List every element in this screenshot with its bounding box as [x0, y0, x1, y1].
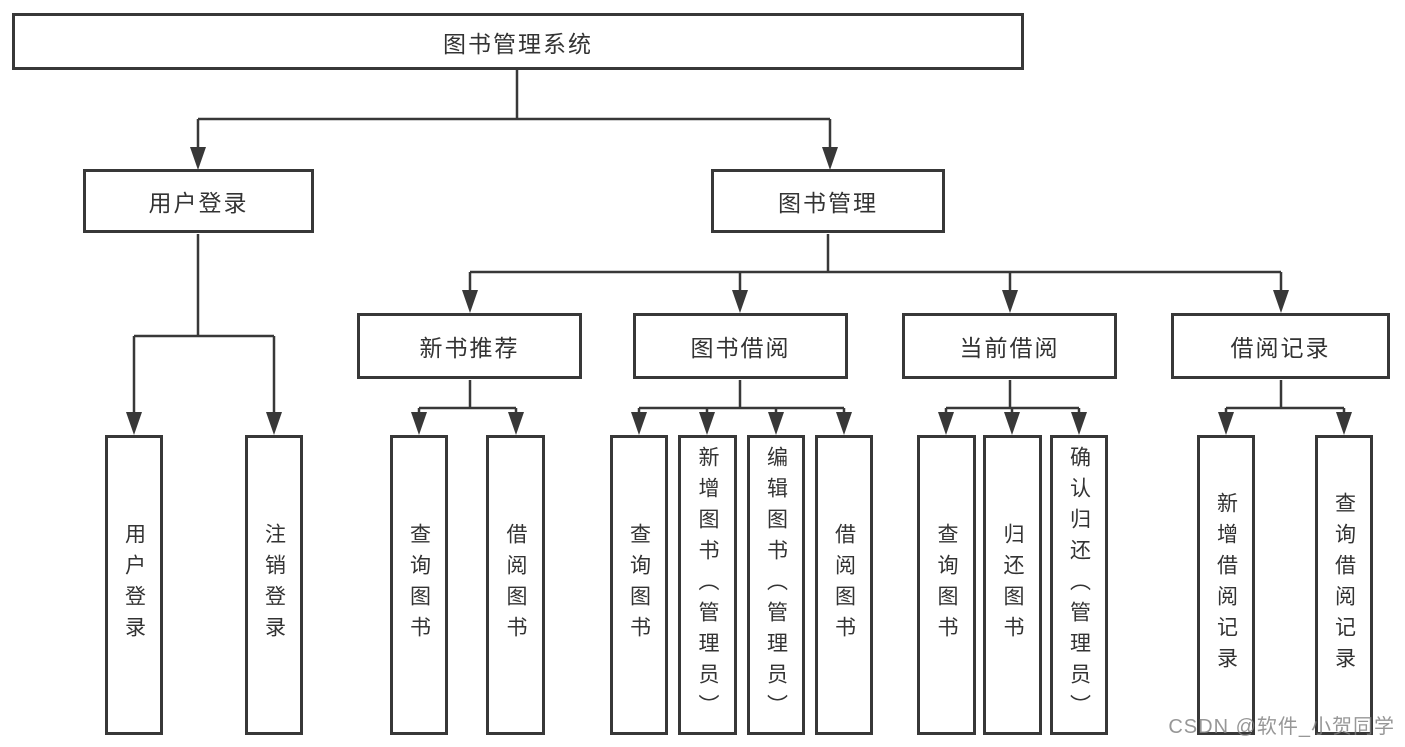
- node-new-book-recommend: 新书推荐: [357, 313, 582, 379]
- leaf-logout: 注销登录: [245, 435, 303, 735]
- leaf-user-login-label: 用户登录: [122, 523, 146, 647]
- leaf-confirm-return-admin: 确认归还（管理员）: [1050, 435, 1108, 735]
- leaf-add-book-admin: 新增图书（管理员）: [678, 435, 737, 735]
- leaf-confirm-return-admin-label: 确认归还（管理员）: [1067, 445, 1091, 725]
- leaf-logout-label: 注销登录: [262, 523, 286, 647]
- leaf-query-books-current: 查询图书: [917, 435, 976, 735]
- leaf-add-borrow-record: 新增借阅记录: [1197, 435, 1255, 735]
- node-book-borrow: 图书借阅: [633, 313, 848, 379]
- leaf-borrow-books: 借阅图书: [815, 435, 873, 735]
- node-new-book-recommend-label: 新书推荐: [419, 335, 520, 361]
- leaf-borrow-books-recommend-label: 借阅图书: [504, 523, 527, 647]
- leaf-query-books-recommend: 查询图书: [390, 435, 448, 735]
- leaf-return-book: 归还图书: [983, 435, 1042, 735]
- node-borrow-records-label: 借阅记录: [1230, 335, 1331, 361]
- node-user-login-label: 用户登录: [148, 190, 249, 216]
- leaf-edit-book-admin: 编辑图书（管理员）: [747, 435, 805, 735]
- leaf-query-books-borrow: 查询图书: [610, 435, 668, 735]
- leaf-add-book-admin-label: 新增图书（管理员）: [696, 445, 719, 725]
- leaf-query-books-recommend-label: 查询图书: [407, 523, 431, 647]
- watermark: CSDN @软件_小贺同学: [1168, 716, 1395, 738]
- leaf-query-books-current-label: 查询图书: [935, 523, 958, 647]
- leaf-edit-book-admin-label: 编辑图书（管理员）: [764, 445, 788, 725]
- arrowheads: [126, 147, 1352, 435]
- leaf-query-borrow-record: 查询借阅记录: [1315, 435, 1373, 735]
- leaf-borrow-books-recommend: 借阅图书: [486, 435, 545, 735]
- leaf-return-book-label: 归还图书: [1001, 523, 1024, 647]
- node-book-borrow-label: 图书借阅: [690, 335, 791, 361]
- leaf-user-login: 用户登录: [105, 435, 163, 735]
- leaf-query-borrow-record-label: 查询借阅记录: [1332, 492, 1356, 678]
- node-user-login: 用户登录: [83, 169, 314, 233]
- node-root: 图书管理系统: [12, 13, 1024, 70]
- node-current-borrow-label: 当前借阅: [959, 335, 1060, 361]
- node-book-management-label: 图书管理: [778, 190, 878, 216]
- node-current-borrow: 当前借阅: [902, 313, 1117, 379]
- node-book-management: 图书管理: [711, 169, 945, 233]
- node-borrow-records: 借阅记录: [1171, 313, 1390, 379]
- node-root-label: 图书管理系统: [443, 30, 593, 57]
- leaf-borrow-books-label: 借阅图书: [832, 523, 856, 647]
- leaf-add-borrow-record-label: 新增借阅记录: [1214, 492, 1238, 678]
- leaf-query-books-borrow-label: 查询图书: [627, 523, 651, 647]
